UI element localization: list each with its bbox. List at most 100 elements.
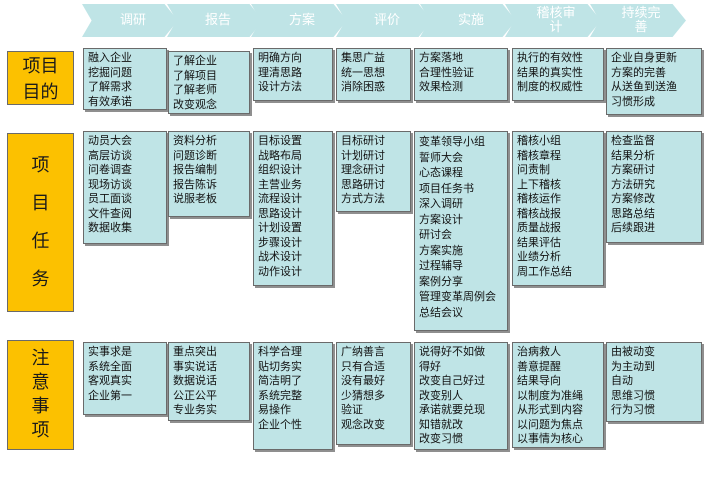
cell-line: 员工面谈	[88, 192, 132, 205]
cell-row2-stage7: 检查监督结果分析方案研讨方法研究方案修改思路总结后续跟进	[606, 131, 702, 243]
cell-line: 问卷调查	[88, 163, 132, 176]
cell-line: 报告编制	[173, 163, 217, 176]
cell-line: 说服老板	[173, 192, 217, 205]
cell-line: 思路研讨	[341, 177, 385, 191]
cell-line: 专业务实	[173, 403, 217, 416]
cell-line: 融入企业	[88, 51, 132, 64]
cell-line: 统一思想	[341, 65, 385, 79]
cell-line: 了解项目	[173, 68, 217, 82]
cell-row2-stage3: 目标设置战略布局组织设计主营业务流程设计思路设计计划设置步骤设计战术设计动作设计	[253, 131, 333, 286]
cell-line: 稽核章程	[517, 148, 561, 162]
cell-line: 从送鱼到送渔	[611, 80, 677, 93]
cell-line: 思路设计	[258, 206, 302, 220]
cell-line: 以制度为准绳	[517, 388, 583, 402]
cell-line: 管理变革周例会	[419, 290, 496, 303]
cell-line: 动作设计	[258, 264, 302, 278]
cell-line: 研讨会	[419, 228, 452, 241]
cell-line: 善意提醒	[517, 359, 561, 373]
cell-row3-stage5: 说得好不如做得好改变自己好过改变别人承诺就要兑现知错就改改变习惯	[414, 342, 508, 450]
cell-line: 只有合适	[341, 359, 385, 373]
cell-row3-stage3: 科学合理贴切务实简洁明了系统完整易操作企业个性	[253, 342, 333, 450]
cell-line: 战略布局	[258, 148, 302, 162]
stage-arrow-4: 评价	[336, 4, 432, 37]
cell-line: 誓师大会	[419, 150, 463, 164]
cell-line: 方案修改	[611, 192, 655, 205]
cell-line: 重点突出	[173, 345, 217, 358]
cell-line: 自动	[611, 374, 633, 387]
cell-row3-stage6: 治病救人善意提醒结果导向以制度为准绳从形式到内容以问题为焦点以事情为核心对事不对…	[512, 342, 604, 448]
cell-row1-stage7: 企业自身更新方案的完善从送鱼到送渔习惯形成	[606, 48, 702, 115]
cell-row2-stage4: 目标研讨计划研讨理念研讨思路研讨方式方法	[336, 131, 411, 212]
cell-line: 思维习惯	[611, 388, 655, 402]
row-header-label: 注 意 事 项	[31, 348, 50, 441]
cell-line: 习惯形成	[611, 94, 655, 108]
cell-line: 问题诊断	[173, 148, 217, 162]
cell-row1-stage2: 了解企业了解项目了解老师改变观念	[168, 51, 250, 114]
cell-line: 没有最好	[341, 374, 385, 387]
cell-line: 改变别人	[419, 388, 463, 402]
stage-arrow-7: 持续完 善	[590, 4, 686, 37]
stage-label: 实施	[457, 12, 484, 28]
cell-line: 制度的权威性	[517, 80, 583, 93]
cell-line: 易操作	[258, 403, 291, 416]
cell-line: 验证	[341, 403, 363, 416]
cell-line: 明确方向	[258, 51, 302, 64]
cell-line: 报告陈诉	[173, 177, 217, 191]
cell-line: 由被动变	[611, 345, 655, 358]
cell-line: 流程设计	[258, 192, 302, 205]
cell-row3-stage4: 广纳善言只有合适没有最好少猜想多验证观念改变	[336, 342, 411, 445]
cell-line: 消除困惑	[341, 80, 385, 93]
cell-line: 方案设计	[419, 212, 463, 226]
stage-label: 评价	[373, 12, 400, 28]
cell-line: 系统完整	[258, 388, 302, 402]
cell-line: 以问题为焦点	[517, 417, 583, 431]
cell-line: 稽核战报	[517, 206, 561, 220]
cell-line: 战术设计	[258, 250, 302, 263]
cell-line: 检查监督	[611, 134, 655, 147]
row-header-label: 项 目 任 务	[31, 154, 50, 290]
cell-line: 承诺就要兑现	[419, 403, 485, 416]
cell-line: 改变自己好过	[419, 374, 485, 387]
cell-line: 了解需求	[88, 80, 132, 93]
cell-row1-stage1: 融入企业挖掘问题了解需求有效承诺	[83, 48, 167, 110]
cell-line: 心态课程	[419, 166, 463, 179]
row-header-1: 项目 目的	[7, 51, 74, 105]
cell-line: 方式方法	[341, 192, 385, 205]
cell-line: 理清思路	[258, 65, 302, 79]
cell-line: 上下稽核	[517, 177, 561, 191]
cell-line: 高层访谈	[88, 148, 132, 162]
cell-line: 企业个性	[258, 417, 302, 431]
cell-line: 方案的完善	[611, 65, 666, 79]
cell-line: 了解老师	[173, 83, 217, 96]
cell-line: 方案实施	[419, 243, 463, 257]
cell-line: 执行的有效性	[517, 51, 583, 64]
cell-line: 文件查阅	[88, 206, 132, 220]
cell-line: 资料分析	[173, 134, 217, 147]
cell-row1-stage6: 执行的有效性结果的真实性制度的权威性	[512, 48, 604, 101]
cell-line: 得好	[419, 359, 441, 373]
cell-line: 思路总结	[611, 206, 655, 220]
cell-line: 合理性验证	[419, 65, 474, 79]
cell-line: 以事情为核心	[517, 432, 583, 445]
cell-line: 公正公平	[173, 388, 217, 402]
cell-line: 挖掘问题	[88, 65, 132, 79]
cell-line: 有效承诺	[88, 94, 132, 108]
cell-line: 质量战报	[517, 221, 561, 234]
cell-line: 组织设计	[258, 163, 302, 176]
cell-line: 业绩分析	[517, 250, 561, 263]
cell-line: 计划研讨	[341, 148, 385, 162]
stage-label: 稽核审 计	[536, 5, 576, 35]
stage-arrow-1: 调研	[82, 4, 178, 37]
cell-line: 知错就改	[419, 417, 463, 431]
cell-row2-stage5: 变革领导小组誓师大会心态课程项目任务书深入调研方案设计研讨会方案实施过程辅导案例…	[414, 131, 508, 331]
stage-label: 调研	[119, 12, 146, 28]
cell-line: 变革领导小组	[419, 135, 485, 148]
cell-line: 周工作总结	[517, 264, 572, 278]
stage-arrow-5: 实施	[420, 4, 516, 37]
cell-line: 事实说话	[173, 359, 217, 373]
cell-line: 从形式到内容	[517, 403, 583, 416]
cell-line: 企业第一	[88, 388, 132, 402]
cell-line: 主营业务	[258, 177, 302, 191]
cell-line: 贴切务实	[258, 359, 302, 373]
cell-line: 方案研讨	[611, 163, 655, 176]
